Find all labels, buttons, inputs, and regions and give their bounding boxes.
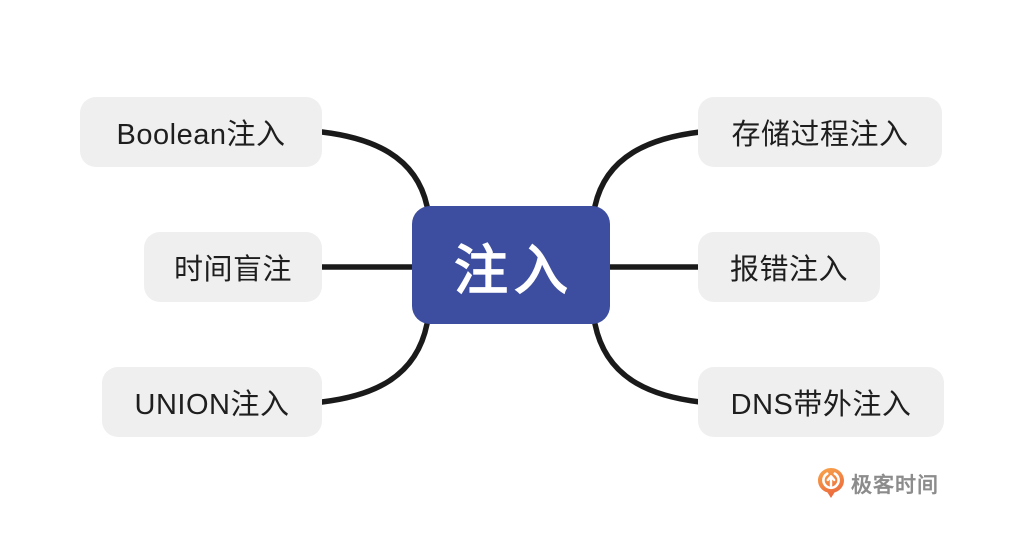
geektime-logo: 极客时间 <box>818 468 939 499</box>
branch-node-time-blind-injection: 时间盲注 <box>144 232 322 302</box>
branch-node-union-injection: UNION注入 <box>102 367 322 437</box>
branch-node-boolean-injection: Boolean注入 <box>80 97 322 167</box>
connector-dns-oob <box>592 321 703 405</box>
connector-union-injection <box>319 321 430 405</box>
center-node-injection: 注入 <box>412 206 610 324</box>
branch-node-error-based-injection: 报错注入 <box>698 232 880 302</box>
geektime-logo-text: 极客时间 <box>851 473 939 497</box>
branch-node-stored-procedure-injection: 存储过程注入 <box>698 97 942 167</box>
connector-stored-procedure <box>592 129 703 209</box>
branch-node-dns-oob-injection: DNS带外注入 <box>698 367 944 437</box>
geektime-icon <box>818 468 844 498</box>
connector-boolean-injection <box>319 129 430 209</box>
